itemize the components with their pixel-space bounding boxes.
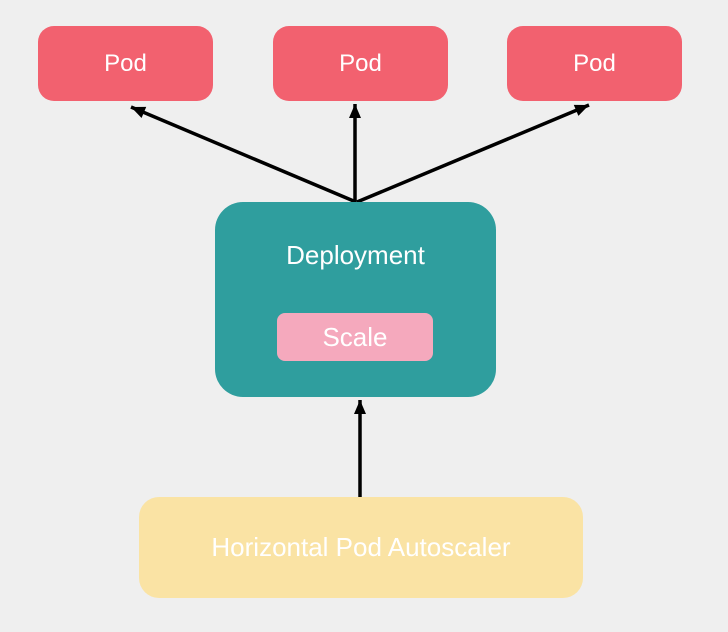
pod-node-1-label: Pod bbox=[104, 49, 147, 77]
hpa-node-label: Horizontal Pod Autoscaler bbox=[211, 532, 511, 562]
deployment-node: Deployment Scale bbox=[215, 202, 496, 397]
pod-node-3: Pod bbox=[507, 26, 682, 101]
pod-node-3-label: Pod bbox=[573, 49, 616, 77]
scale-badge: Scale bbox=[277, 313, 433, 361]
arrow-deployment-to-pod-3 bbox=[356, 103, 590, 204]
deployment-node-label: Deployment bbox=[286, 240, 425, 270]
pod-node-2: Pod bbox=[273, 26, 448, 101]
scale-badge-label: Scale bbox=[322, 321, 388, 352]
pod-node-2-label: Pod bbox=[339, 49, 382, 77]
hpa-node: Horizontal Pod Autoscaler bbox=[139, 497, 583, 598]
pod-node-1: Pod bbox=[38, 26, 213, 101]
arrow-deployment-to-pod-1 bbox=[130, 105, 357, 204]
